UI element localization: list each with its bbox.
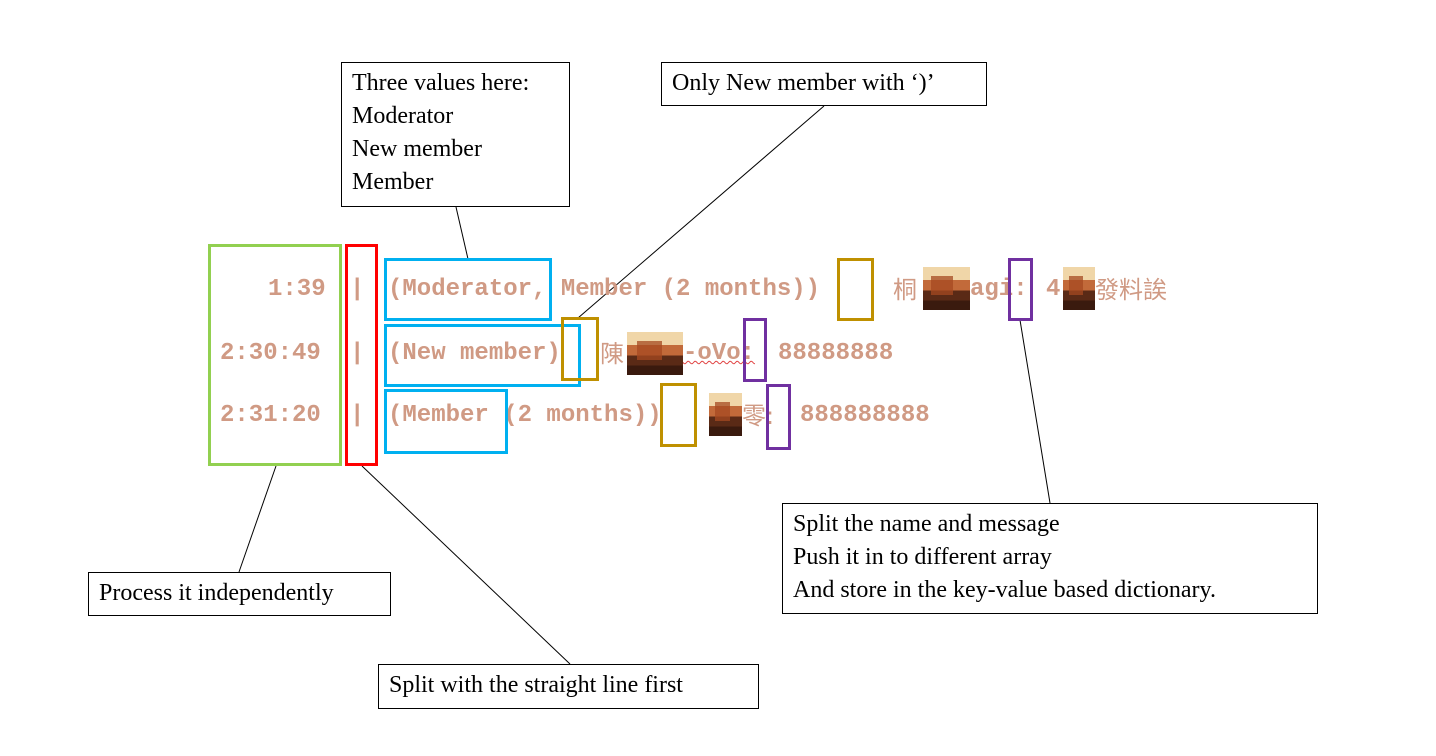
paren-box xyxy=(561,317,599,381)
separator-column-box xyxy=(345,244,378,466)
log-badges: (New member) xyxy=(388,340,561,367)
leader-split-line xyxy=(361,465,571,665)
callout-three-values-line: Member xyxy=(352,169,434,195)
leader-split-name xyxy=(1019,319,1051,504)
log-message-prefix: 4 xyxy=(1046,276,1061,303)
paren-box xyxy=(660,383,697,447)
badge-box xyxy=(384,258,552,321)
leader-three-values xyxy=(455,206,469,260)
callout-split-name-line: And store in the key-value based diction… xyxy=(793,577,1216,603)
leader-new-member xyxy=(577,105,825,319)
log-message-suffix: 發料誒 xyxy=(1095,276,1167,304)
badge-box xyxy=(384,324,581,387)
log-time: 2:30:49 xyxy=(220,340,321,367)
callout-new-member-text: Only New member with ‘)’ xyxy=(672,70,935,96)
callout-three-values-line: Three values here: xyxy=(352,70,530,96)
log-time: 1:39 xyxy=(268,276,326,303)
callout-three-values: Three values here: Moderator New member … xyxy=(341,62,570,207)
log-name-prefix: 陳 xyxy=(600,340,624,368)
callout-split-name-line: Split the name and message xyxy=(793,511,1060,537)
log-message: 888888888 xyxy=(800,402,930,429)
colon-box xyxy=(743,318,767,382)
callout-split-name-line: Push it in to different array xyxy=(793,544,1052,570)
callout-new-member: Only New member with ‘)’ xyxy=(661,62,987,106)
avatar-pixelated xyxy=(627,332,683,375)
log-badges: (Moderator, Member (2 months)) xyxy=(388,276,821,303)
avatar-pixelated xyxy=(1063,267,1095,310)
callout-split-name: Split the name and message Push it in to… xyxy=(782,503,1318,614)
badge-box xyxy=(384,389,508,454)
callout-three-values-line: Moderator xyxy=(352,103,454,129)
callout-process-text: Process it independently xyxy=(99,580,334,606)
log-time: 2:31:20 xyxy=(220,402,321,429)
log-name-suffix: agi: xyxy=(970,276,1028,303)
log-message: 88888888 xyxy=(778,340,894,367)
callout-process: Process it independently xyxy=(88,572,391,616)
callout-three-values-line: New member xyxy=(352,136,482,162)
time-column-box xyxy=(208,244,342,466)
paren-box xyxy=(837,258,874,321)
avatar-pixelated xyxy=(923,267,970,310)
colon-box xyxy=(1008,258,1033,321)
avatar-pixelated xyxy=(709,393,742,436)
colon-box xyxy=(766,384,791,450)
log-separator: | xyxy=(350,402,365,429)
log-separator: | xyxy=(350,276,365,303)
leader-process xyxy=(238,465,277,573)
log-name-prefix: 桐 xyxy=(893,276,917,304)
log-badges: (Member (2 months)) xyxy=(388,402,662,429)
callout-split-line: Split with the straight line first xyxy=(378,664,759,709)
callout-split-line-text: Split with the straight line first xyxy=(389,672,683,698)
log-separator: | xyxy=(350,340,365,367)
